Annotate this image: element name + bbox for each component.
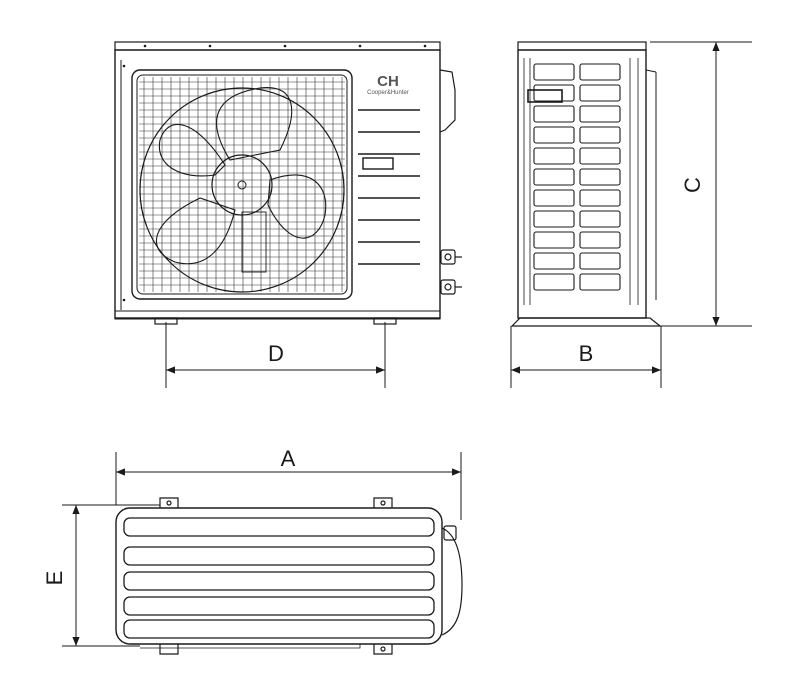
fan-blades <box>156 87 327 265</box>
top-slat <box>123 571 435 591</box>
top-slat <box>123 546 435 566</box>
side-vent-cell <box>533 105 575 123</box>
side-vent-cell <box>533 84 575 102</box>
front-service-valves <box>440 249 462 295</box>
side-vent-cell <box>579 147 621 165</box>
side-vent-cell <box>533 126 575 144</box>
dimension-lines <box>62 41 752 647</box>
top-slat <box>123 596 435 616</box>
side-vent-cell <box>579 105 621 123</box>
side-panel-vents <box>358 109 420 265</box>
side-vent-cell <box>533 252 575 270</box>
side-vent-cell <box>579 189 621 207</box>
side-base <box>510 317 662 327</box>
side-vent-cell <box>579 210 621 228</box>
front-view <box>114 41 462 325</box>
front-screws <box>122 44 427 302</box>
side-vent-cell <box>579 84 621 102</box>
brand-logo: CH Cooper&Hunter <box>367 73 409 96</box>
front-top-rail <box>114 41 441 51</box>
top-slat <box>123 619 435 639</box>
front-electrical-box <box>439 69 456 133</box>
side-vent-cell <box>579 168 621 186</box>
side-vent-cell <box>533 210 575 228</box>
side-vent-cell <box>533 231 575 249</box>
dim-b-label: B <box>579 341 594 366</box>
side-vent-cell <box>579 273 621 291</box>
fan-guard <box>139 87 345 293</box>
brand-logo-text: Cooper&Hunter <box>367 90 409 96</box>
side-vent-cell <box>579 126 621 144</box>
fan-grille-bars <box>139 77 345 292</box>
side-vent-grid <box>533 63 621 291</box>
top-slat <box>123 517 435 537</box>
side-vent-cell <box>533 63 575 81</box>
dim-d-label: D <box>268 341 284 366</box>
top-mounting-tabs <box>159 497 393 655</box>
top-body <box>115 507 443 645</box>
fan-grille-frame <box>131 69 353 300</box>
fan-hub <box>211 154 273 216</box>
side-rating-plate <box>527 89 563 103</box>
side-vent-cell <box>533 273 575 291</box>
dim-c-label: C <box>680 177 705 193</box>
side-vent-cell <box>579 63 621 81</box>
side-vent-cell <box>579 252 621 270</box>
dim-e-label: E <box>42 571 67 586</box>
front-bottom-rail <box>114 310 441 320</box>
top-grille-slats <box>123 517 435 639</box>
fan-grille-inner <box>136 74 348 295</box>
top-side-bulge <box>441 527 463 636</box>
front-rating-plate <box>362 157 394 170</box>
front-body <box>114 49 441 319</box>
brand-logo-mark: CH <box>377 73 399 90</box>
dim-a-label: A <box>281 446 296 471</box>
side-vent-cell <box>533 189 575 207</box>
side-vent-cell <box>579 231 621 249</box>
top-view <box>115 497 463 655</box>
side-vent-cell <box>533 168 575 186</box>
side-top-rail <box>517 41 647 51</box>
side-view <box>510 41 662 327</box>
side-vent-cell <box>533 147 575 165</box>
